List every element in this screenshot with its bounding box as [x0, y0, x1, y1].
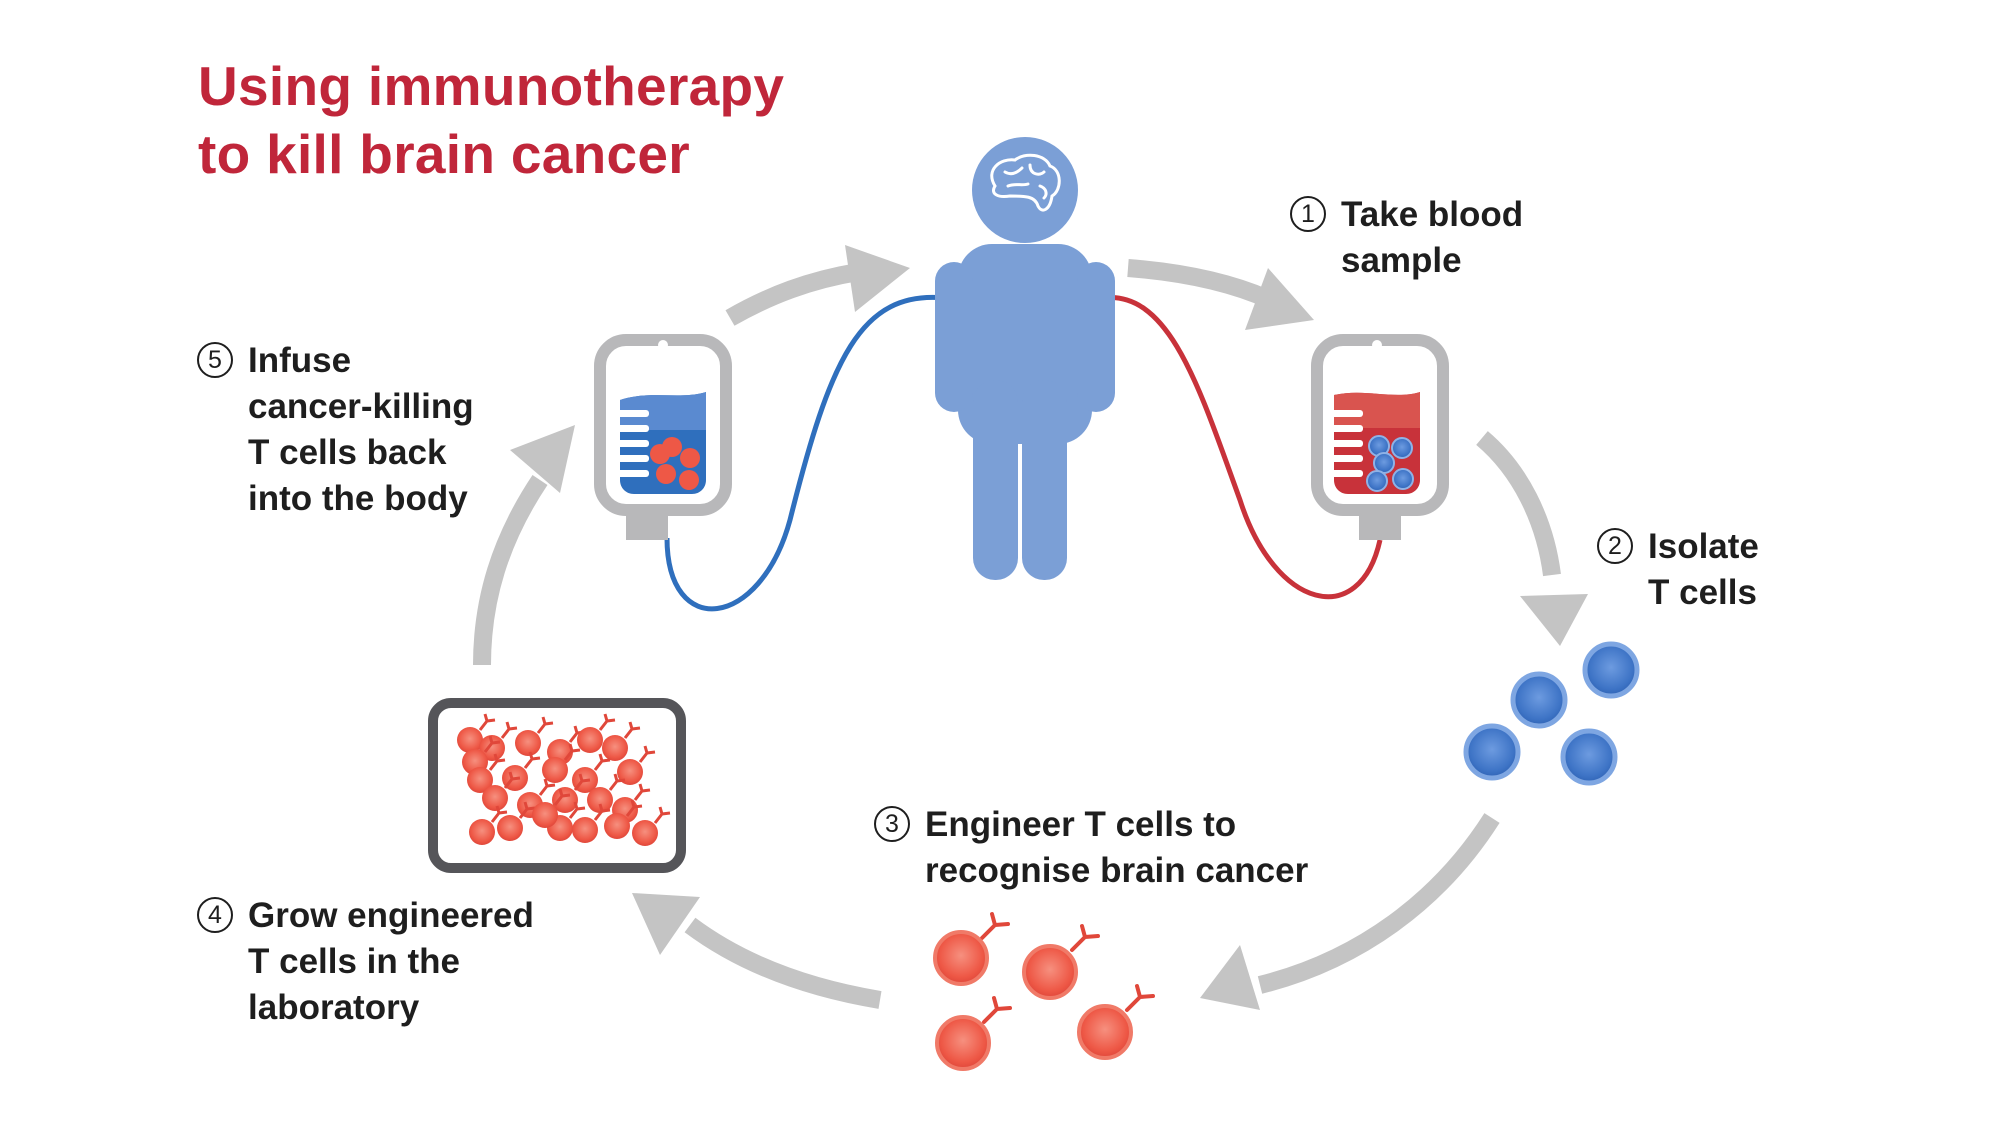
- dish-cell-receptor: [478, 713, 496, 731]
- brain-icon: [990, 153, 1061, 212]
- dish-t-cell: [577, 727, 603, 753]
- dish-cell-receptor: [518, 801, 536, 819]
- step-5-line-4: into the body: [248, 479, 468, 518]
- engineered-t-cell: [1077, 984, 1155, 1060]
- dish-cell-receptor: [593, 803, 611, 821]
- dish-cell-receptor: [490, 805, 508, 823]
- dish-t-cell: [572, 817, 598, 843]
- title-line-2: to kill brain cancer: [198, 123, 691, 185]
- dish-t-cell: [467, 767, 493, 793]
- dish-t-cell: [617, 759, 643, 785]
- arrowhead-to-blood-bag: [1245, 268, 1314, 330]
- engineered-t-cells-icon: [933, 912, 1155, 1071]
- step-1-label: 1 Take blood sample: [1290, 192, 1523, 284]
- dish-cell-receptor: [653, 806, 671, 824]
- dish-cell-receptor: [623, 721, 641, 739]
- dish-t-cell: [602, 735, 628, 761]
- dish-cell-receptor: [568, 801, 586, 819]
- diagram-title: Using immunotherapy to kill brain cancer: [198, 52, 784, 188]
- dish-t-cell: [604, 813, 630, 839]
- step-3-line-2: recognise brain cancer: [925, 851, 1309, 890]
- dish-cell-receptor: [625, 799, 643, 817]
- dish-t-cell: [532, 802, 558, 828]
- step-3-number: 3: [874, 806, 910, 842]
- t-cell: [1560, 728, 1618, 786]
- step-1-number: 1: [1290, 196, 1326, 232]
- dish-t-cell: [482, 785, 508, 811]
- cycle-arrows: [473, 259, 1561, 1009]
- dish-cell-receptor: [638, 745, 656, 763]
- arrow-heads: [510, 245, 1588, 1010]
- step-1-line-1: Take blood: [1341, 195, 1524, 234]
- t-cells-blue-icon: [1463, 641, 1640, 786]
- arrowhead-to-engineer: [1200, 945, 1260, 1010]
- arrowhead-to-isolate: [1520, 594, 1588, 646]
- arrow-to-blood-bag: [1127, 259, 1274, 309]
- step-4-line-2: T cells in the: [248, 942, 460, 981]
- dish-cell-receptor: [633, 783, 651, 801]
- step-5-line-2: cancer-killing: [248, 387, 474, 426]
- arrow-to-isolate: [1476, 431, 1561, 577]
- arrow-to-infuse: [473, 475, 548, 666]
- arrow-to-grow: [684, 917, 882, 1009]
- step-4-number: 4: [197, 897, 233, 933]
- arrow-to-body: [725, 263, 860, 326]
- dish-t-cell: [457, 727, 483, 753]
- arrow-to-engineer: [1257, 813, 1500, 994]
- lab-culture-dish-icon: [428, 698, 686, 873]
- step-4-line-3: laboratory: [248, 988, 420, 1027]
- dish-cell-receptor: [500, 721, 518, 739]
- step-3-label: 3 Engineer T cells to recognise brain ca…: [874, 802, 1308, 894]
- arrowhead-to-grow: [632, 893, 700, 955]
- t-cell: [1463, 723, 1521, 781]
- dish-cell-receptor: [538, 778, 556, 796]
- dish-cell-receptor: [523, 751, 541, 769]
- dish-cell-receptor: [483, 735, 501, 753]
- step-4-line-1: Grow engineered: [248, 896, 534, 935]
- step-2-line-2: T cells: [1648, 573, 1757, 612]
- t-cell: [1510, 671, 1568, 729]
- dish-cell-receptor: [553, 788, 571, 806]
- blood-bag-red-icon: [1311, 334, 1449, 540]
- dish-t-cell: [542, 757, 568, 783]
- blood-draw-tube: [1102, 295, 1383, 600]
- engineered-t-cell: [933, 912, 1010, 986]
- arrowhead-to-body: [845, 245, 910, 312]
- person-with-brain-icon: [935, 137, 1115, 580]
- step-5-line-1: Infuse: [248, 341, 352, 380]
- step-2-number: 2: [1597, 528, 1633, 564]
- dish-t-cell: [515, 730, 541, 756]
- step-5-number: 5: [197, 342, 233, 378]
- dish-cell-receptor: [608, 773, 626, 791]
- engineered-t-cell: [935, 996, 1012, 1071]
- dish-cell-receptor: [563, 743, 581, 761]
- dish-t-cell: [552, 787, 578, 813]
- step-1-line-2: sample: [1341, 241, 1462, 280]
- step-2-label: 2 Isolate T cells: [1597, 524, 1759, 616]
- title-line-1: Using immunotherapy: [198, 55, 785, 117]
- dish-cell-receptor: [593, 753, 611, 771]
- dish-cell-receptor: [488, 753, 506, 771]
- engineered-t-cell: [1022, 924, 1100, 1000]
- step-5-label: 5 Infuse cancer-killing T cells back int…: [197, 338, 474, 522]
- step-2-line-1: Isolate: [1648, 527, 1759, 566]
- dish-cell-receptor: [503, 771, 521, 789]
- infusion-tube: [664, 294, 946, 612]
- dish-t-cell: [469, 819, 495, 845]
- infusion-bag-blue-icon: [594, 334, 732, 540]
- arrowhead-to-infuse: [510, 425, 575, 493]
- dish-cell-receptor: [536, 716, 554, 734]
- dish-t-cell: [497, 815, 523, 841]
- dish-t-cell: [587, 787, 613, 813]
- dish-t-cell: [632, 820, 658, 846]
- step-4-label: 4 Grow engineered T cells in the laborat…: [197, 893, 534, 1031]
- t-cell: [1582, 641, 1640, 699]
- step-5-line-3: T cells back: [248, 433, 447, 472]
- dish-cell-receptor: [573, 773, 591, 791]
- step-3-line-1: Engineer T cells to: [925, 805, 1237, 844]
- dish-cell-receptor: [598, 713, 616, 731]
